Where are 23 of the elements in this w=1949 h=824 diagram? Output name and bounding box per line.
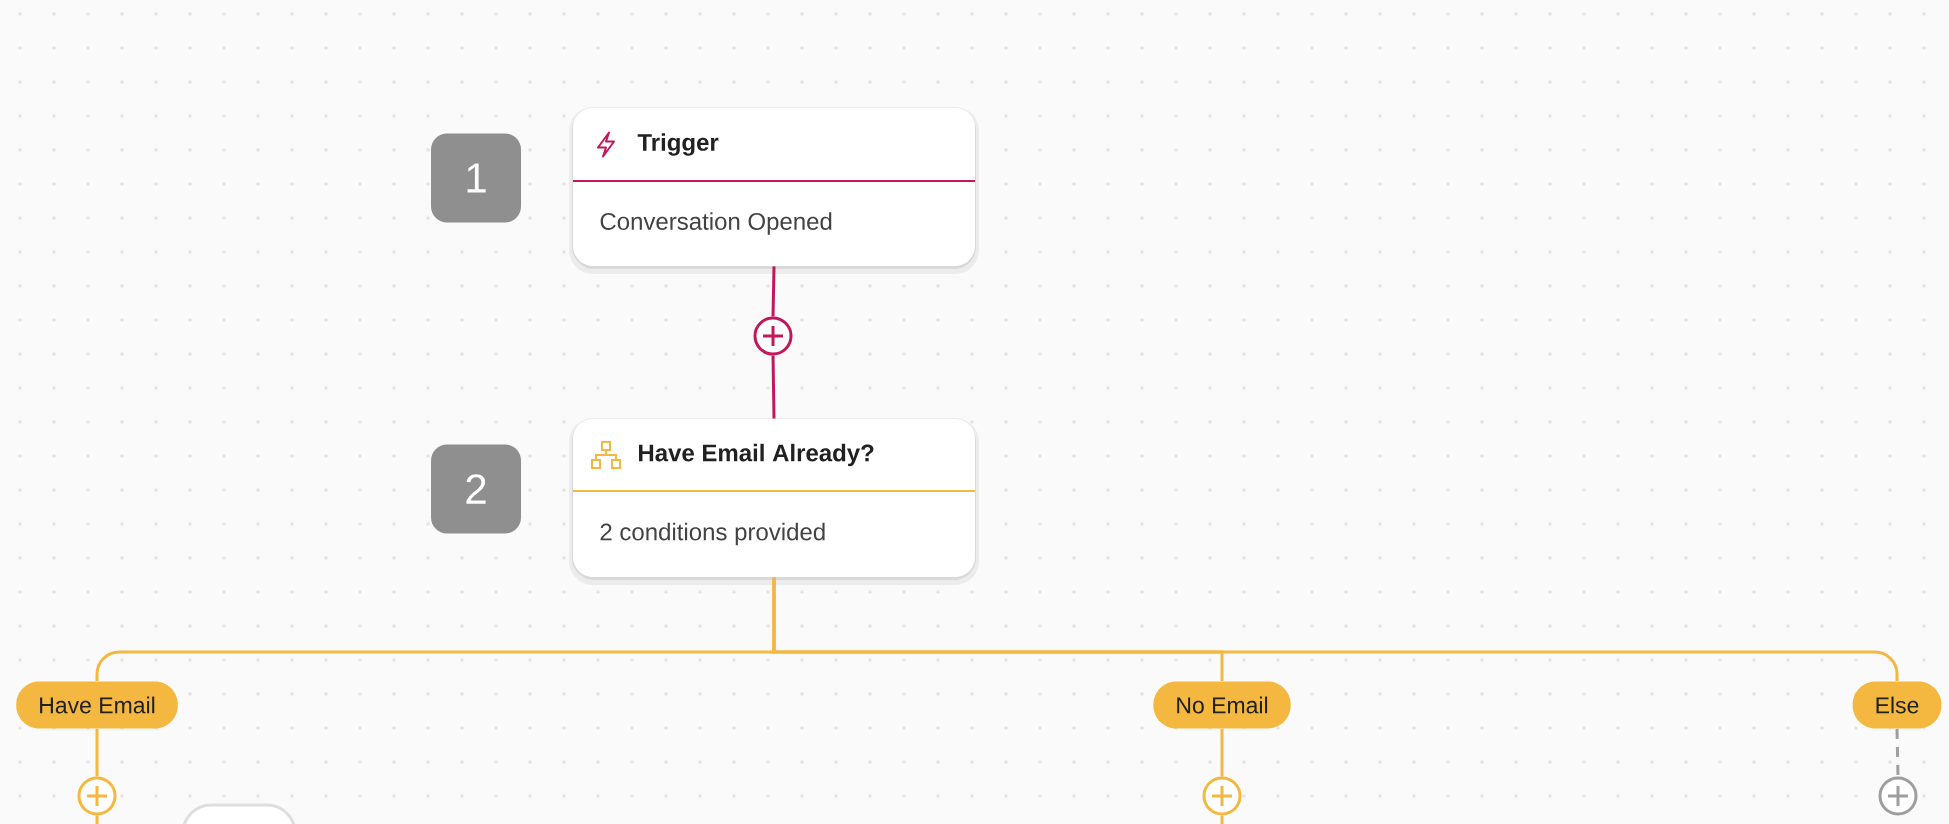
connector-line: [771, 266, 776, 317]
connector-line: [95, 728, 99, 777]
branch-pill: Have Email: [16, 681, 178, 729]
connector-line: [95, 815, 99, 824]
card-title: Have Email Already?: [639, 443, 874, 467]
connector-line: [1220, 815, 1224, 824]
connector-line: [771, 355, 776, 419]
step-number-badge: 2: [431, 444, 521, 534]
add-step-button: [77, 776, 117, 816]
card-subtitle: 2 conditions provided: [600, 522, 825, 546]
step-number-badge: 1: [431, 133, 521, 223]
connector-line: [1220, 728, 1224, 777]
branch-pill: No Email: [1153, 681, 1291, 729]
connector-line: [1895, 728, 1900, 777]
step-card: [569, 418, 979, 585]
add-step-button: [1202, 776, 1242, 816]
branch-pill: Else: [1852, 681, 1942, 729]
connector-line: [772, 577, 1899, 682]
card-subtitle: Conversation Opened: [600, 212, 832, 235]
add-step-button: [1878, 776, 1918, 816]
step-card: [569, 107, 979, 274]
card-title: Trigger: [637, 133, 719, 156]
add-step-button: [753, 316, 793, 356]
